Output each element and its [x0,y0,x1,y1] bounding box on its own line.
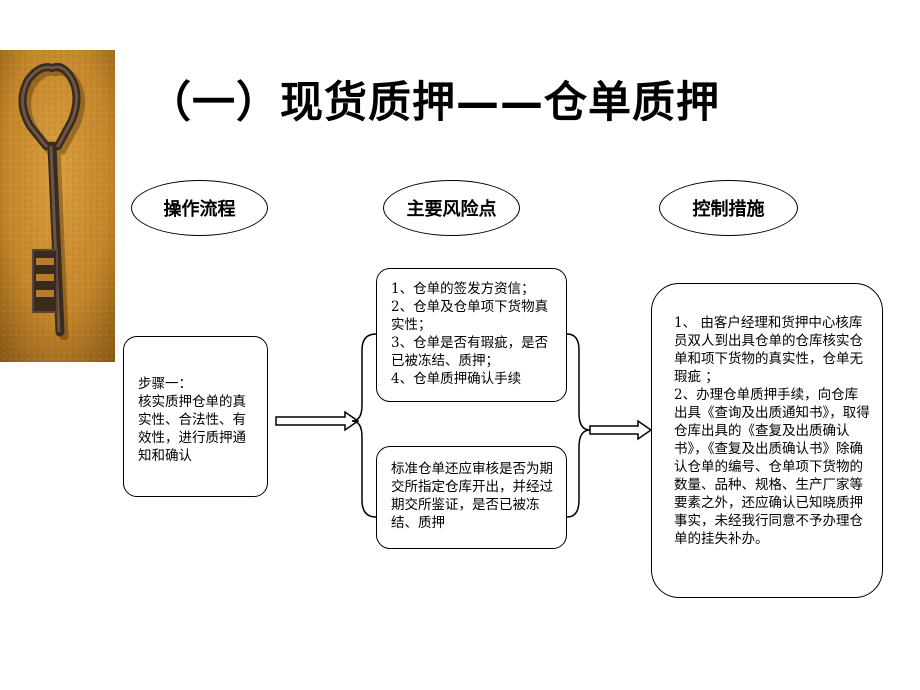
page-title: （一）现货质押——仓单质押 [148,78,720,128]
key-photo [0,50,115,362]
brace-left [351,333,377,518]
key-image [0,50,115,362]
header-risk: 主要风险点 [383,180,520,236]
header-process: 操作流程 [131,180,268,236]
step-box: 步骤一： 核实质押仓单的真实性、合法性、有效性，进行质押通知和确认 [123,336,268,497]
control-box: 1、 由客户经理和货押中心核库员双人到出具仓单的仓库核实仓单和项下货物的真实性，… [651,283,883,598]
arrow-right-1 [275,410,360,432]
arrow-right-2 [589,419,653,441]
risk-box-1: 1、仓单的签发方资信； 2、仓单及仓单项下货物真实性； 3、仓单是否有瑕疵，是否… [376,268,567,402]
brace-right [566,333,591,518]
header-control: 控制措施 [659,180,798,236]
risk-box-2: 标准仓单还应审核是否为期交所指定仓库开出，并经过期交所鉴证，是否已被冻结、质押 [376,446,567,549]
